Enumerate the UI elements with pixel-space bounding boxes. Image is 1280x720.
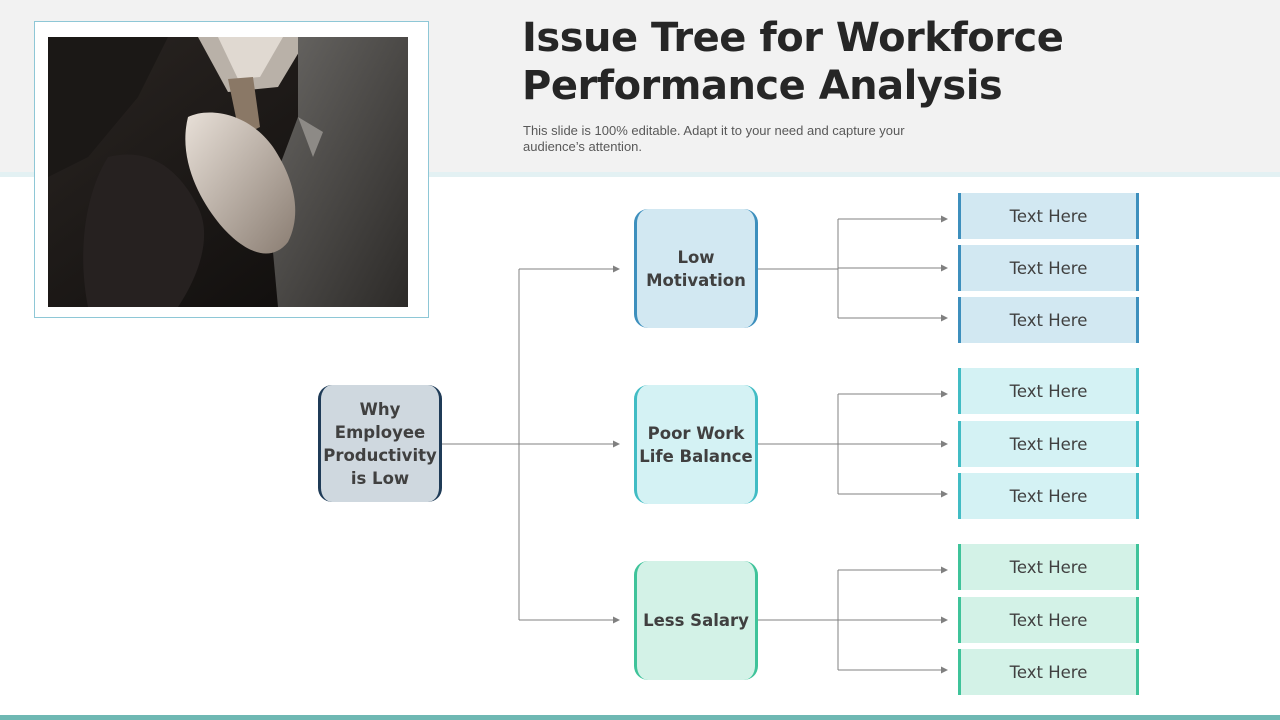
arrowhead <box>941 390 948 398</box>
leaf-box: Text Here <box>958 544 1139 590</box>
branch-label: Less Salary <box>643 611 749 630</box>
leaf-box: Text Here <box>958 297 1139 343</box>
root-issue-node: Why Employee Productivity is Low <box>318 385 442 502</box>
businessman-photo <box>48 37 408 307</box>
root-issue-label: Why Employee Productivity is Low <box>323 399 437 488</box>
arrowhead <box>941 440 948 448</box>
branch-label: Poor Work Life Balance <box>639 423 753 466</box>
leaf-label: Text Here <box>1009 610 1088 630</box>
arrowhead <box>613 265 620 273</box>
page-subtitle: This slide is 100% editable. Adapt it to… <box>523 123 905 154</box>
leaf-label: Text Here <box>1009 381 1088 401</box>
leaf-label: Text Here <box>1009 258 1088 278</box>
branch-node-less-salary: Less Salary <box>634 561 758 680</box>
leaf-box: Text Here <box>958 473 1139 519</box>
arrowhead <box>613 440 620 448</box>
page-title: Issue Tree for Workforce Performance Ana… <box>522 15 1064 109</box>
leaf-label: Text Here <box>1009 206 1088 226</box>
leaf-box: Text Here <box>958 421 1139 467</box>
arrowhead <box>941 264 948 272</box>
leaf-box: Text Here <box>958 649 1139 695</box>
arrowhead <box>941 314 948 322</box>
leaf-label: Text Here <box>1009 434 1088 454</box>
footer-rule <box>0 715 1280 720</box>
arrowhead <box>613 616 620 624</box>
photo-frame <box>34 21 429 318</box>
arrowhead <box>941 215 948 223</box>
leaf-box: Text Here <box>958 193 1139 239</box>
leaf-label: Text Here <box>1009 557 1088 577</box>
leaf-label: Text Here <box>1009 486 1088 506</box>
leaf-label: Text Here <box>1009 310 1088 330</box>
leaf-box: Text Here <box>958 368 1139 414</box>
businessman-photo-illustration <box>48 37 408 307</box>
leaf-box: Text Here <box>958 597 1139 643</box>
arrowhead <box>941 490 948 498</box>
branch-node-poor-work-life-balance: Poor Work Life Balance <box>634 385 758 504</box>
branch-label: Low Motivation <box>646 247 746 290</box>
leaf-label: Text Here <box>1009 662 1088 682</box>
arrowhead <box>941 666 948 674</box>
arrowhead <box>941 566 948 574</box>
header-rule <box>0 172 1280 177</box>
arrowhead <box>941 616 948 624</box>
leaf-box: Text Here <box>958 245 1139 291</box>
branch-node-low-motivation: Low Motivation <box>634 209 758 328</box>
